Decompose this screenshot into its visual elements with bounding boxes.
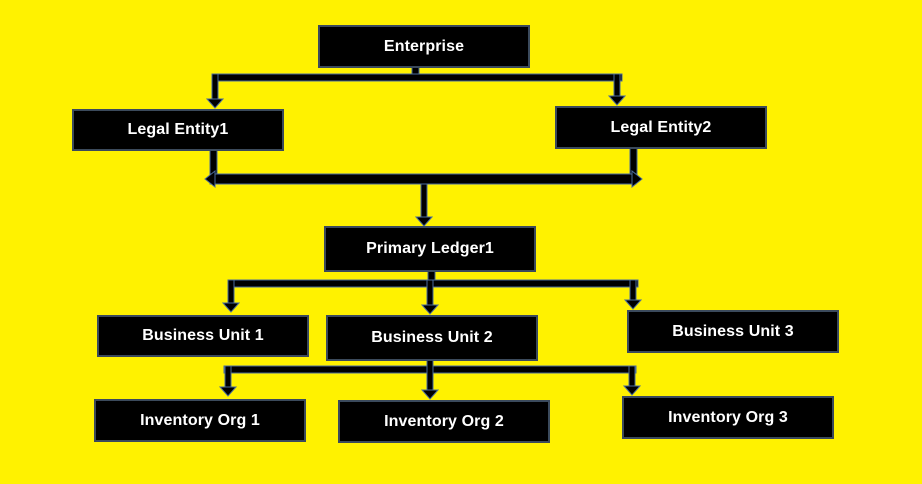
arrow-to-inv3-shaft [628,365,636,388]
arrow-to-inv1-head [218,386,238,397]
arrow-to-bu3-shaft [629,279,637,302]
business-unit-1-box: Business Unit 1 [97,315,309,357]
business-unit-2-box: Business Unit 2 [326,315,538,361]
enterprise-hbar [211,73,623,82]
arrow-to-ledger-head [414,216,434,227]
arrow-to-inv1-shaft [224,365,232,389]
primary-ledger-label: Primary Ledger1 [366,240,494,257]
inventory-org-2-box: Inventory Org 2 [338,400,550,443]
business-unit-1-label: Business Unit 1 [142,327,264,344]
arrow-to-inv2-shaft [426,359,434,392]
business-unit-2-label: Business Unit 2 [371,329,493,346]
arrow-to-bu2-head [420,304,440,315]
arrow-to-legal1-shaft [211,73,219,101]
inventory-org-3-box: Inventory Org 3 [622,396,834,439]
legal-join-left-head [204,169,216,189]
arrow-to-bu2-shaft [426,279,434,307]
legal-entity-1-label: Legal Entity1 [127,121,229,138]
arrow-to-inv2-head [420,389,440,400]
legal-entity-1-box: Legal Entity1 [72,109,284,151]
legal-join-right-head [631,169,643,189]
enterprise-label: Enterprise [383,37,465,55]
legal-join-hbar [209,173,637,185]
inventory-org-2-label: Inventory Org 2 [384,412,504,430]
arrow-to-ledger-shaft [420,183,428,219]
arrow-to-bu1-head [221,302,241,313]
inventory-org-1-label: Inventory Org 1 [140,411,260,429]
legal-entity-2-box: Legal Entity2 [555,106,767,149]
arrow-to-bu1-shaft [227,279,235,305]
primary-ledger-box: Primary Ledger1 [324,226,536,272]
arrow-to-legal2-head [607,95,627,106]
connector-group [204,66,643,400]
arrow-to-legal1-head [205,98,225,109]
enterprise-box: Enterprise [318,25,530,68]
arrow-to-legal2-shaft [613,73,621,98]
arrow-to-bu3-head [623,299,643,310]
business-unit-3-label: Business Unit 3 [672,322,794,340]
business-unit-3-box: Business Unit 3 [627,310,839,353]
inventory-org-3-label: Inventory Org 3 [668,408,788,426]
inventory-org-1-box: Inventory Org 1 [94,399,306,442]
legal-entity-2-label: Legal Entity2 [610,118,712,136]
arrow-to-inv3-head [622,385,642,396]
